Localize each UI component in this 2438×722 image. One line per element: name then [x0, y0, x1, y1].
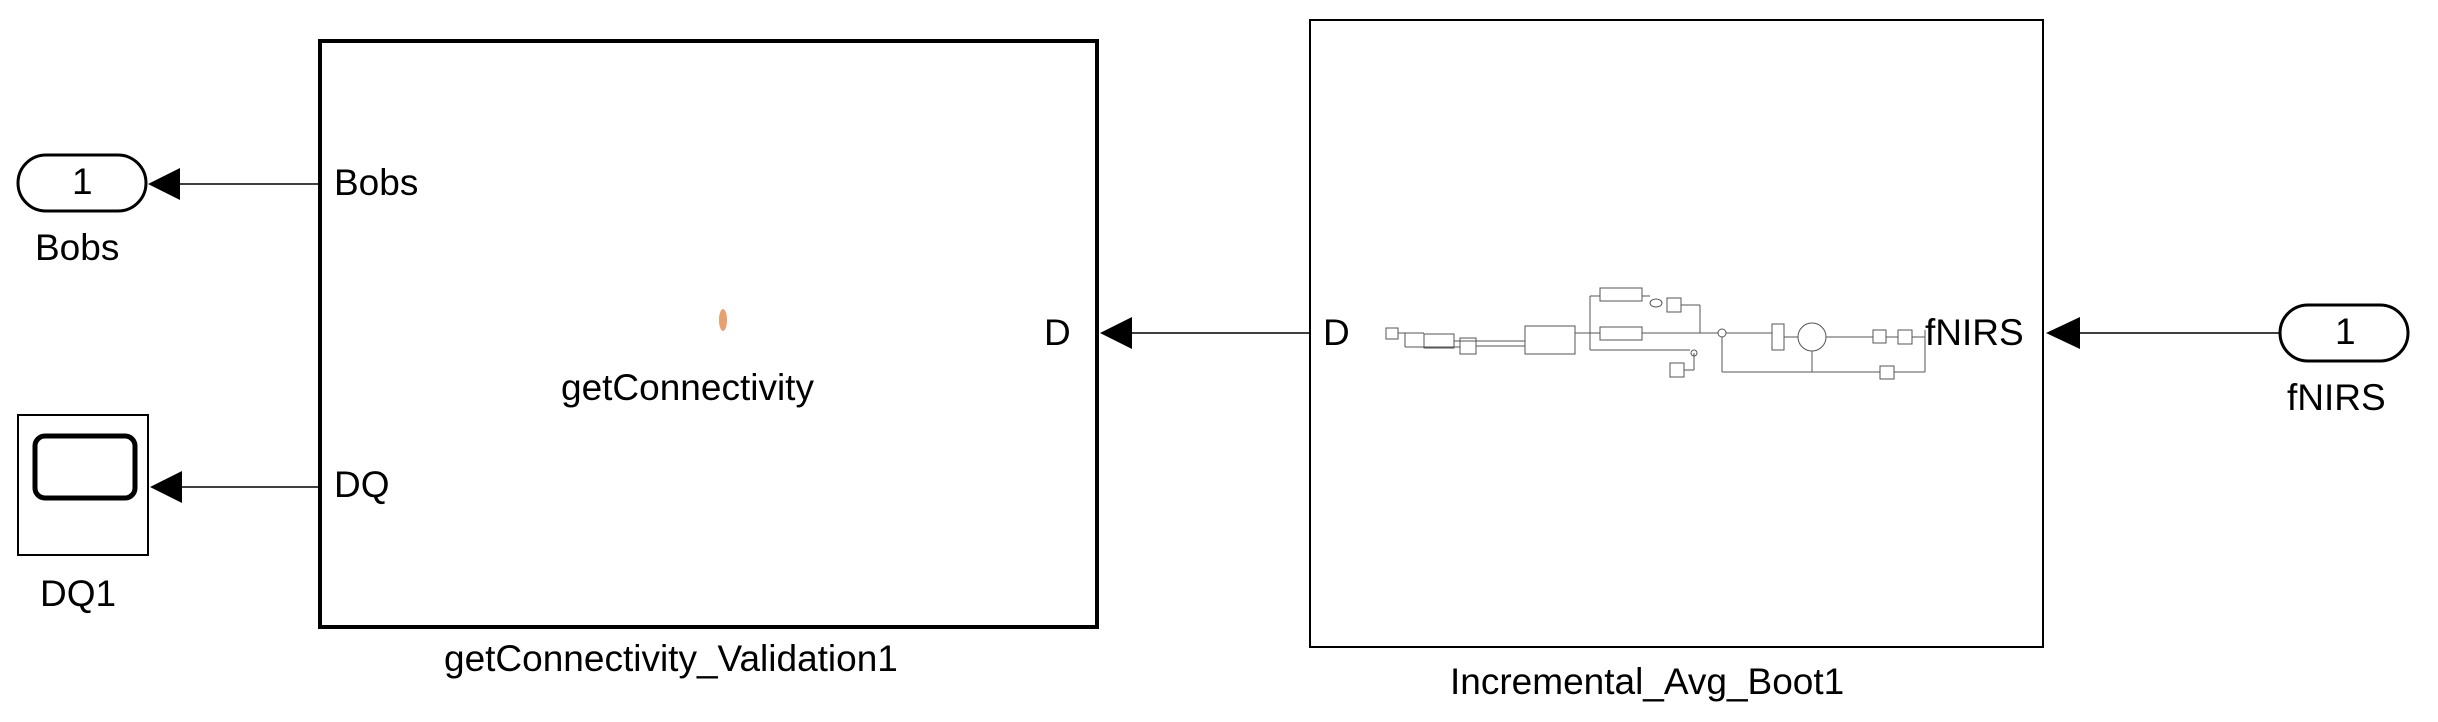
boot-port-d-label: D	[1323, 312, 1350, 353]
outport-bobs-shape[interactable]	[16, 153, 148, 213]
boot-block-name: Incremental_Avg_Boot1	[1450, 661, 1845, 702]
arrowhead-bobs	[148, 168, 180, 200]
display-dq-name: DQ1	[40, 573, 117, 614]
arrowhead-d	[1100, 317, 1132, 349]
arrowhead-fnirs	[2046, 317, 2080, 349]
display-screen-icon	[32, 433, 138, 501]
inport-fnirs-shape[interactable]	[2278, 303, 2410, 363]
inport-fnirs-name: fNIRS	[2287, 377, 2386, 418]
validation-port-bobs-label: Bobs	[334, 162, 419, 203]
arrowhead-dq	[150, 471, 182, 503]
validation-port-d-label: D	[1044, 312, 1071, 353]
subsystem-validation-block[interactable]	[318, 39, 1099, 629]
matlab-function-marker	[719, 309, 727, 331]
outport-bobs-name: Bobs	[35, 227, 120, 268]
boot-internal-thumbnail	[1385, 287, 1926, 380]
outport-bobs-number: 1	[72, 161, 93, 202]
boot-port-fnirs-label: fNIRS	[1925, 312, 2024, 353]
validation-port-dq-label: DQ	[334, 464, 390, 505]
validation-inner-label: getConnectivity	[561, 367, 814, 408]
inport-fnirs-number: 1	[2335, 311, 2356, 352]
validation-block-name: getConnectivity_Validation1	[444, 638, 898, 679]
